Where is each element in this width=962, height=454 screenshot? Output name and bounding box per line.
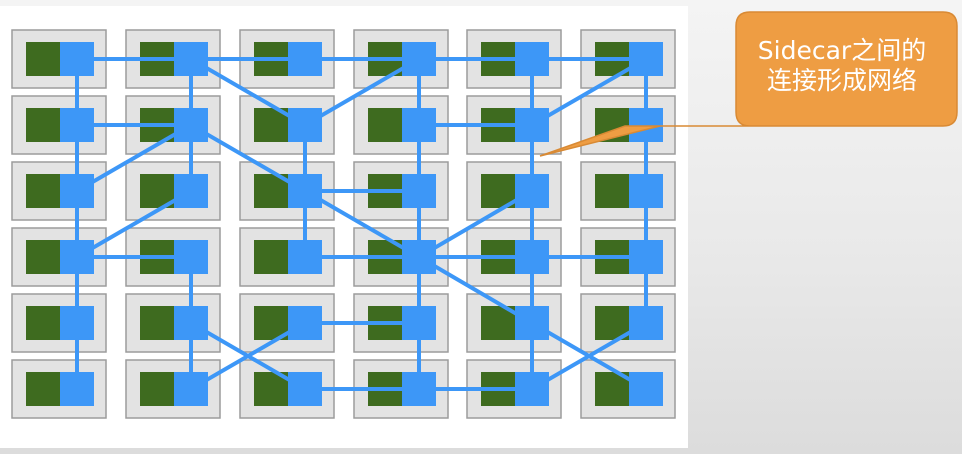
sidecar-proxy bbox=[629, 372, 663, 406]
sidecar-proxy bbox=[515, 42, 549, 76]
sidecar-proxy bbox=[515, 240, 549, 274]
callout-line-1: Sidecar之间的 bbox=[757, 36, 927, 65]
sidecar-proxy bbox=[60, 240, 94, 274]
sidecar-proxy bbox=[629, 174, 663, 208]
mesh-link bbox=[75, 123, 193, 193]
sidecar-proxy bbox=[629, 306, 663, 340]
sidecar-proxy bbox=[402, 306, 436, 340]
app-container bbox=[140, 372, 174, 406]
mesh-link bbox=[189, 321, 307, 391]
sidecar-proxy bbox=[402, 108, 436, 142]
sidecar-proxy bbox=[402, 42, 436, 76]
sidecar-proxy bbox=[174, 306, 208, 340]
sidecar-proxy bbox=[629, 240, 663, 274]
mesh-link bbox=[417, 189, 534, 259]
mesh-link bbox=[303, 57, 421, 127]
sidecar-proxy bbox=[288, 240, 322, 274]
sidecar-proxy bbox=[60, 174, 94, 208]
app-container bbox=[26, 240, 60, 274]
app-container bbox=[595, 108, 629, 142]
app-container bbox=[26, 372, 60, 406]
mesh-link bbox=[75, 189, 193, 259]
sidecar-proxy bbox=[402, 174, 436, 208]
sidecar-proxy bbox=[288, 42, 322, 76]
sidecar-proxy bbox=[515, 108, 549, 142]
callout-text: Sidecar之间的 连接形成网络 bbox=[733, 36, 951, 96]
app-container bbox=[26, 306, 60, 340]
sidecar-proxy bbox=[174, 42, 208, 76]
sidecar-proxy bbox=[174, 108, 208, 142]
mesh-link bbox=[417, 255, 534, 325]
sidecar-proxy bbox=[402, 240, 436, 274]
sidecar-proxy bbox=[60, 372, 94, 406]
sidecar-proxy bbox=[515, 372, 549, 406]
app-container bbox=[26, 108, 60, 142]
mesh-link bbox=[530, 321, 648, 391]
mesh-link bbox=[189, 57, 307, 127]
sidecar-proxy bbox=[174, 174, 208, 208]
mesh-link bbox=[189, 123, 307, 193]
service-mesh-diagram bbox=[11, 29, 676, 419]
callout-line-2: 连接形成网络 bbox=[766, 66, 917, 95]
sidecar-proxy bbox=[288, 108, 322, 142]
app-container bbox=[368, 108, 402, 142]
app-container bbox=[26, 174, 60, 208]
sidecar-proxy bbox=[629, 108, 663, 142]
sidecar-proxy bbox=[288, 306, 322, 340]
service-mesh-panel bbox=[0, 6, 688, 448]
sidecar-proxy bbox=[174, 372, 208, 406]
app-container bbox=[140, 306, 174, 340]
sidecar-proxy bbox=[60, 42, 94, 76]
sidecar-proxy bbox=[60, 306, 94, 340]
sidecar-proxy bbox=[629, 42, 663, 76]
sidecar-proxy bbox=[174, 240, 208, 274]
sidecar-proxy bbox=[288, 372, 322, 406]
sidecar-proxy bbox=[515, 306, 549, 340]
app-container bbox=[254, 240, 288, 274]
mesh-link bbox=[303, 189, 421, 259]
sidecar-proxy bbox=[288, 174, 322, 208]
sidecar-proxy bbox=[60, 108, 94, 142]
app-container bbox=[26, 42, 60, 76]
sidecar-proxy bbox=[402, 372, 436, 406]
app-container bbox=[595, 174, 629, 208]
sidecar-proxy bbox=[515, 174, 549, 208]
